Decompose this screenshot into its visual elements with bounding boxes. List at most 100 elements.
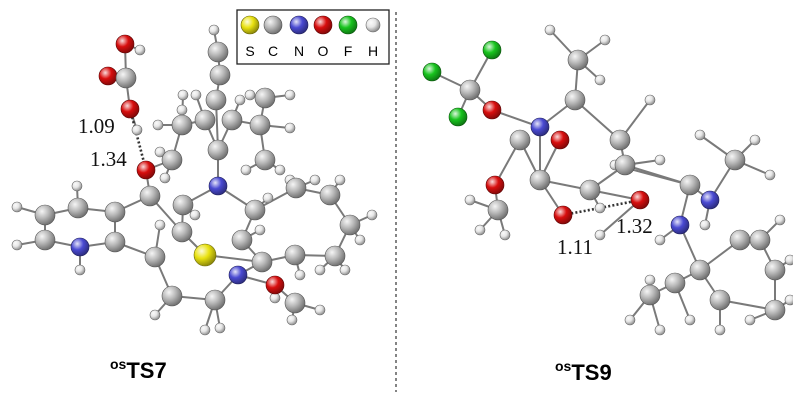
ts7-hydrogen-atom — [74, 264, 86, 276]
ts9-carbon-atom — [614, 154, 636, 176]
ts9-oxygen-atom — [553, 205, 573, 225]
ts7-hydrogen-atom — [149, 309, 161, 321]
ts7-distance-2: 1.34 — [90, 147, 127, 171]
ts7-title-sup: os — [110, 356, 127, 372]
ts9-carbon-atom — [764, 259, 786, 281]
ts9-hydrogen-atom — [714, 324, 726, 336]
ts7-hydrogen-atom — [154, 219, 166, 231]
ts9-carbon-atom — [579, 179, 601, 201]
ts7-carbon-atom — [324, 245, 346, 267]
ts9-carbon-atom — [529, 169, 551, 191]
ts7-carbon-atom — [205, 89, 227, 111]
ts9-hydrogen-atom — [594, 202, 606, 214]
ts9-title: osTS9 — [555, 358, 612, 385]
ts9-hydrogen-atom — [654, 234, 666, 246]
ts7-hydrogen-atom — [314, 264, 326, 276]
legend-nitrogen-label: N — [294, 43, 304, 59]
ts7-carbon-atom — [194, 109, 216, 131]
ts9-title-sup: os — [555, 358, 572, 374]
molecule-ts7 — [11, 24, 378, 336]
ts7-hydrogen-atom — [177, 89, 189, 101]
ts7-carbon-atom — [221, 109, 243, 131]
ts7-hydrogen-atom — [189, 209, 201, 221]
ts7-title-main: TS7 — [126, 358, 166, 383]
ts7-carbon-atom — [34, 229, 56, 251]
ts9-hydrogen-atom — [684, 314, 696, 326]
ts7-hydrogen-atom — [244, 89, 256, 101]
ts7-carbon-atom — [172, 194, 194, 216]
legend-oxygen-label: O — [318, 43, 329, 59]
ts7-carbon-atom — [244, 199, 266, 221]
ts9-hydrogen-atom — [654, 324, 666, 336]
ts7-carbon-atom — [284, 244, 306, 266]
ts7-carbon-atom — [67, 197, 89, 219]
ts7-nitrogen-atom — [208, 176, 228, 196]
ts7-carbon-atom — [104, 231, 126, 253]
molecule-ts9 — [422, 24, 793, 336]
ts7-hydrogen-atom — [284, 122, 296, 134]
ts9-distance-2: 1.32 — [616, 214, 653, 238]
ts7-hydrogen-bond — [128, 108, 148, 171]
ts7-oxygen-atom — [120, 99, 140, 119]
ts9-hydrogen-atom — [474, 224, 486, 236]
ts7-hydrogen-atom — [11, 201, 23, 213]
ts7-hydrogen-atom — [314, 304, 326, 316]
ts7-hydrogen-atom — [269, 292, 281, 304]
ts7-carbon-atom — [209, 64, 231, 86]
ts9-carbon-atom — [639, 284, 661, 306]
ts7-nitrogen-atom — [70, 237, 90, 257]
ts9-carbon-atom — [679, 174, 701, 196]
ts7-carbon-atom — [339, 214, 361, 236]
ts7-carbon-atom — [171, 221, 193, 243]
ts9-hydrogen-atom — [544, 24, 556, 36]
ts9-hydrogen-atom — [594, 74, 606, 86]
ts9-nitrogen-atom — [670, 215, 690, 235]
ts7-oxygen-atom — [115, 34, 135, 54]
ts9-carbon-atom — [709, 289, 731, 311]
ts9-hydrogen-atom — [699, 219, 711, 231]
ts7-carbon-atom — [104, 201, 126, 223]
ts7-carbon-atom — [284, 292, 306, 314]
ts9-hydrogen-atom — [694, 129, 706, 141]
ts9-carbon-atom — [729, 229, 751, 251]
legend-carbon-swatch — [263, 15, 283, 35]
legend-fluorine-swatch — [338, 15, 358, 35]
ts7-hydrogen-atom — [154, 146, 166, 158]
ts7-carbon-atom — [231, 229, 253, 251]
ts9-fluorine-atom — [422, 62, 442, 82]
ts7-hydrogen-atom — [208, 24, 220, 36]
ts7-hydrogen-atom — [131, 124, 143, 136]
ts9-hydrogen-atom — [654, 154, 666, 166]
ts7-hydrogen-atom — [286, 314, 298, 326]
ts9-oxygen-atom — [485, 175, 505, 195]
ts7-carbon-atom — [161, 149, 183, 171]
ts7-hydrogen-atom — [214, 322, 226, 334]
ts7-hydrogen-atom — [294, 269, 306, 281]
ts9-carbon-atom — [764, 299, 786, 321]
ts7-oxygen-atom — [98, 66, 118, 86]
ts9-carbon-atom — [567, 49, 589, 71]
ts9-carbon-atom — [689, 259, 711, 281]
legend-nitrogen-swatch — [289, 15, 309, 35]
ts9-title-main: TS9 — [571, 360, 611, 385]
legend-sulfur-label: S — [245, 43, 254, 59]
ts7-hydrogen-atom — [354, 234, 366, 246]
ts9-hydrogen-atom — [644, 94, 656, 106]
ts7-hydrogen-atom — [262, 192, 274, 204]
ts7-hydrogen-atom — [159, 172, 171, 184]
ts7-hydrogen-atom — [339, 264, 351, 276]
ts9-carbon-atom — [724, 149, 746, 171]
ts9-carbon-atom — [487, 199, 509, 221]
ts7-hydrogen-atom — [334, 174, 346, 186]
ts9-hydrogen-atom — [499, 229, 511, 241]
ts7-carbon-atom — [285, 177, 307, 199]
ts9-carbon-atom — [509, 129, 531, 151]
ts9-hydrogen-atom — [784, 294, 793, 306]
legend-oxygen-swatch — [313, 15, 333, 35]
ts9-hydrogen-atom — [594, 229, 606, 241]
ts7-carbon-atom — [254, 87, 276, 109]
ts9-hydrogen-atom — [764, 169, 776, 181]
ts7-sulfur-atom — [193, 243, 217, 267]
